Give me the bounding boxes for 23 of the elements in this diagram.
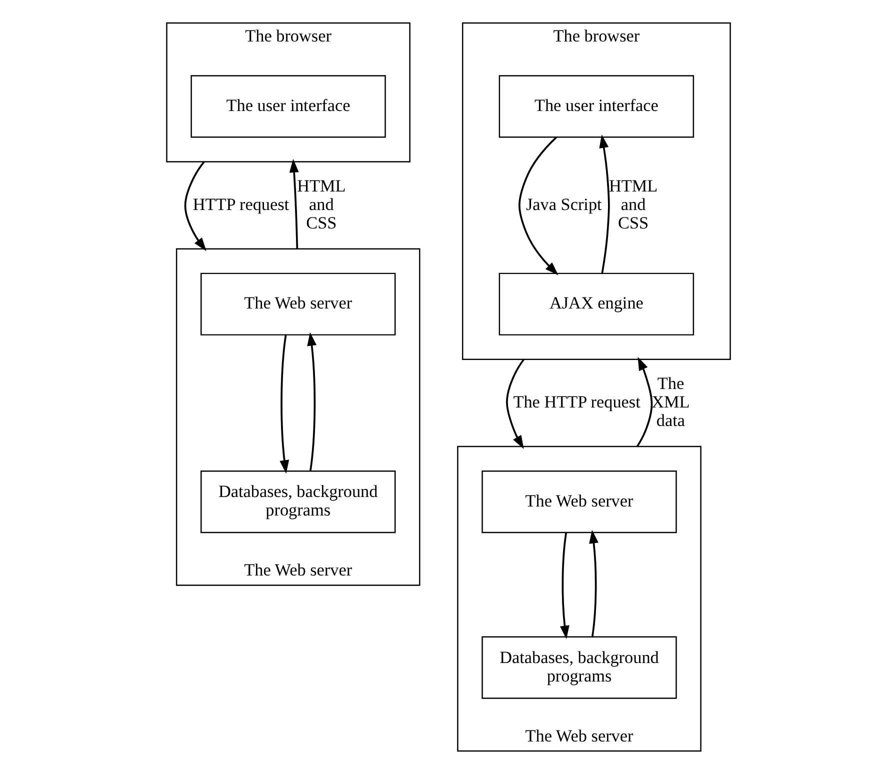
node-box: The Web server [481, 470, 676, 534]
edge-label: HTML and CSS [296, 176, 346, 232]
node-box: Databases, background programs [200, 470, 396, 534]
arrow [560, 532, 569, 640]
node-box: AJAX engine [498, 272, 694, 336]
node-box: The Web server [200, 272, 396, 336]
arrow [306, 332, 316, 472]
arrow [518, 136, 558, 276]
arrow [588, 530, 598, 637]
edge-label: The HTTP request [512, 392, 640, 412]
arrow [636, 356, 652, 448]
edge-label: The XML data [651, 374, 690, 430]
arrow [288, 158, 298, 249]
edge-label: HTTP request [192, 194, 289, 214]
node-box: Databases, background programs [481, 636, 676, 699]
node-box: The user interface [498, 75, 694, 138]
arrow [506, 358, 524, 449]
arrow [184, 161, 206, 252]
edge-label: Java Script [525, 194, 602, 214]
arrow [279, 334, 289, 474]
arrow [598, 134, 610, 274]
node-box: The user interface [190, 75, 386, 138]
edge-label: HTML and CSS [608, 176, 658, 232]
